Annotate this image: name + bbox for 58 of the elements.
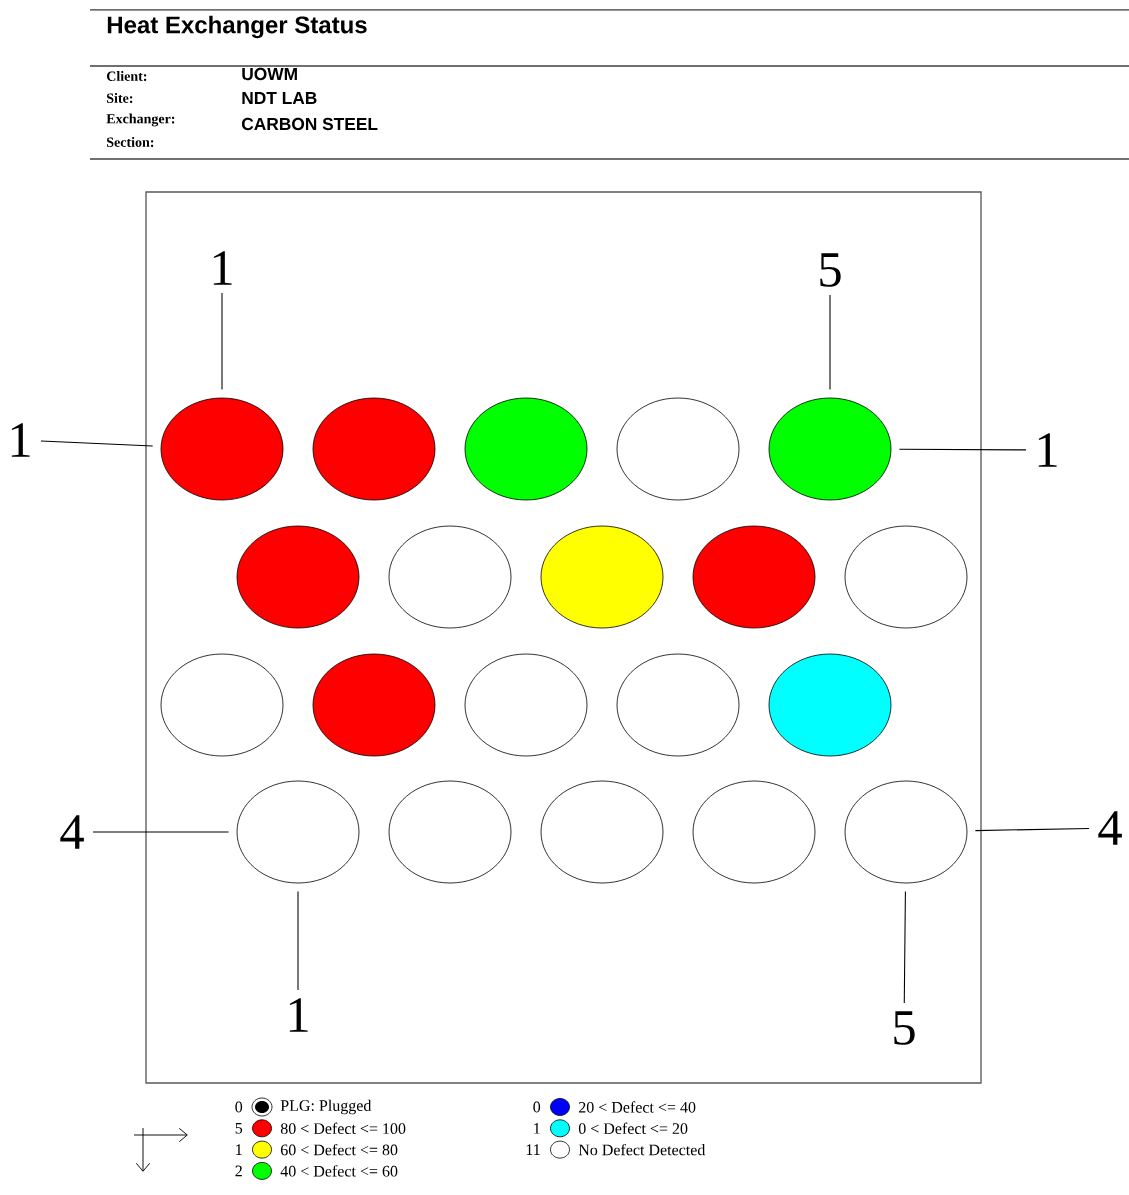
leader-line xyxy=(974,827,1090,832)
callout-number: 5 xyxy=(894,1011,915,1045)
leader-line xyxy=(221,292,223,391)
tube-circle xyxy=(236,525,360,629)
tube-circle xyxy=(540,525,664,629)
legend-text: PLG: Plugged xyxy=(280,1099,372,1115)
count-label: 11 xyxy=(526,1144,540,1155)
leader-line xyxy=(92,831,230,833)
field-label: Client: xyxy=(106,71,147,81)
legend-text: 60 < Defect <= 80 xyxy=(280,1143,398,1156)
tube-circle xyxy=(464,653,588,757)
callout-number: 4 xyxy=(1098,811,1122,845)
field-value: NDT LAB xyxy=(242,92,317,104)
tube-circle xyxy=(844,525,968,629)
legend-text: 20 < Defect <= 40 xyxy=(579,1101,696,1113)
leader-line xyxy=(829,294,831,391)
field-value: UOWM xyxy=(242,67,297,81)
count-label: 1 xyxy=(236,1144,242,1155)
tube-circle xyxy=(388,525,512,629)
leader-line xyxy=(40,440,154,447)
tube-circle xyxy=(616,397,740,501)
callout-number: 5 xyxy=(820,253,841,287)
count-label: 1 xyxy=(534,1123,540,1134)
legend-text: No Defect Detected xyxy=(578,1143,706,1156)
tube-circle xyxy=(692,525,816,629)
tube-circle xyxy=(312,397,436,501)
tube-circle xyxy=(616,653,740,757)
leader-line xyxy=(898,448,1027,451)
field-value: CARBON STEEL xyxy=(242,117,378,131)
tube-circle xyxy=(844,780,968,884)
callout-number: 4 xyxy=(60,815,84,849)
tube-circle xyxy=(464,397,588,501)
count-label: 0 xyxy=(533,1101,541,1113)
title: Heat Exchanger Status xyxy=(107,15,367,39)
field-label: Section: xyxy=(107,137,154,147)
leader-line xyxy=(297,890,299,991)
count-label: 0 xyxy=(235,1101,243,1113)
count-label: 5 xyxy=(235,1123,243,1134)
tube-circle xyxy=(160,653,284,757)
legend-text: 0 < Defect <= 20 xyxy=(578,1122,688,1134)
callout-number: 1 xyxy=(1038,433,1057,467)
leader-line xyxy=(903,890,906,1004)
callout-number: 1 xyxy=(11,423,30,457)
field-label: Site: xyxy=(107,93,133,103)
tube-circle xyxy=(160,397,284,501)
callout-number: 1 xyxy=(213,251,232,285)
tube-circle xyxy=(540,780,664,884)
tube-circle xyxy=(768,653,892,757)
field-label: Exchanger: xyxy=(106,113,175,127)
legend-text: 80 < Defect <= 100 xyxy=(280,1122,406,1134)
tube-circle xyxy=(236,780,360,884)
count-label: 2 xyxy=(235,1165,242,1177)
callout-number: 1 xyxy=(289,998,308,1032)
tube-circle xyxy=(768,397,892,501)
tube-circle xyxy=(692,780,816,884)
legend-text: 40 < Defect <= 60 xyxy=(280,1165,398,1177)
tube-circle xyxy=(388,780,512,884)
tube-circle xyxy=(312,653,436,757)
